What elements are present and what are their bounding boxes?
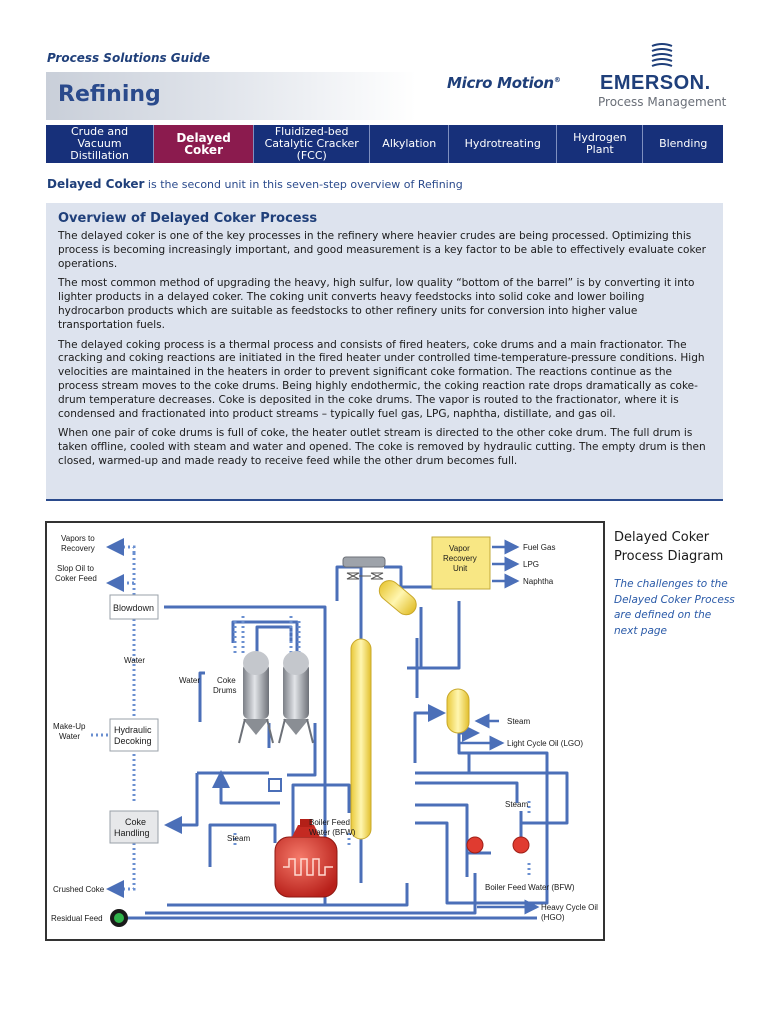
lbl-water-1: Water — [124, 656, 145, 665]
micro-motion-logo-text: Micro Motion — [447, 74, 554, 92]
lbl-naphtha: Naphtha — [523, 577, 554, 586]
fired-heater — [274, 819, 338, 898]
lbl-coke-drums-2: Drums — [213, 686, 237, 695]
lbl-steam-3: Steam — [505, 800, 528, 809]
tab-delayed-coker[interactable]: Delayed Coker — [154, 125, 255, 163]
process-diagram: Vapors to Recovery Slop Oil to Coker Fee… — [45, 521, 605, 941]
lbl-make-up-1: Make-Up — [53, 722, 86, 731]
intro-line: Delayed Coker is the second unit in this… — [47, 177, 463, 191]
guide-label: Process Solutions Guide — [47, 51, 211, 65]
overview-paragraph: The delayed coking process is a thermal … — [58, 338, 705, 420]
lbl-residual-feed: Residual Feed — [51, 914, 103, 923]
process-nav: Crude and Vacuum Distillation Delayed Co… — [46, 125, 723, 163]
intro-bold: Delayed Coker — [47, 177, 145, 191]
heat-exchanger-2 — [512, 836, 530, 854]
hydraulic-decoking-box — [109, 718, 159, 752]
pipe-blowdown-loop — [164, 605, 327, 907]
coke-drum-right — [278, 651, 314, 744]
overview-paragraph: The most common method of upgrading the … — [58, 277, 695, 331]
title-band: Refining — [46, 72, 416, 120]
lbl-vapor-recovery-2: Recovery — [443, 554, 477, 563]
emerson-logo: EMERSON. — [600, 72, 711, 94]
lbl-fuel-gas: Fuel Gas — [523, 543, 555, 552]
lbl-vapor-recovery-3: Unit — [453, 564, 468, 573]
side-stripper — [446, 688, 470, 734]
lbl-bfw: Boiler Feed Water (BFW) — [485, 883, 575, 892]
intro-text: is the second unit in this seven-step ov… — [144, 178, 463, 191]
overview-heading: Overview of Delayed Coker Process — [58, 211, 318, 226]
heat-exchanger-1 — [466, 836, 484, 854]
lbl-lpg: LPG — [523, 560, 539, 569]
lbl-blowdown: Blowdown — [113, 603, 154, 613]
tab-alkylation[interactable]: Alkylation — [370, 125, 450, 163]
vapor-recovery-box — [431, 536, 491, 590]
lbl-crushed-coke: Crushed Coke — [53, 885, 105, 894]
micro-motion-logo: Micro Motion® — [447, 74, 561, 92]
tab-hydrogen-plant[interactable]: Hydrogen Plant — [557, 125, 644, 163]
lbl-slop-oil-2: Coker Feed — [55, 574, 97, 583]
lbl-hco-2: (HGO) — [541, 913, 565, 922]
diagram-note: The challenges to the Delayed Coker Proc… — [614, 578, 735, 637]
lbl-slop-oil-1: Slop Oil to — [57, 564, 94, 573]
emerson-emblem-icon — [651, 43, 673, 67]
tab-fcc[interactable]: Fluidized-bed Catalytic Cracker (FCC) — [254, 125, 371, 163]
overview-paragraph: When one pair of coke drums is full of c… — [58, 427, 706, 467]
process-diagram-svg: Vapors to Recovery Slop Oil to Coker Fee… — [51, 534, 598, 927]
coke-handling-box — [109, 810, 159, 844]
coke-drum-left — [238, 651, 274, 744]
lbl-steam-1: Steam — [227, 834, 250, 843]
tab-blending[interactable]: Blending — [659, 137, 708, 150]
lbl-make-up-2: Water — [59, 732, 80, 741]
tab-crude-vacuum-distillation[interactable]: Crude and Vacuum Distillation — [46, 125, 155, 163]
main-fractionator — [350, 638, 372, 840]
tab-hydrotreating[interactable]: Hydrotreating — [449, 125, 558, 163]
page-title: Refining — [58, 82, 161, 107]
lbl-steam-2: Steam — [507, 717, 530, 726]
lbl-hydraulic-1: Hydraulic — [114, 725, 152, 735]
lbl-coke-handling-1: Coke — [125, 817, 146, 827]
lbl-hydraulic-2: Decoking — [114, 736, 152, 746]
lbl-lco: Light Cycle Oil (LGO) — [507, 739, 583, 748]
accumulator-drum — [378, 580, 417, 616]
lbl-vapors-to-recovery-2: Recovery — [61, 544, 95, 553]
lbl-vapors-to-recovery-1: Vapors to — [61, 534, 95, 543]
switch-valve — [268, 778, 282, 792]
lbl-vapor-recovery-1: Vapor — [449, 544, 470, 553]
overview-panel: Overview of Delayed Coker Process The de… — [46, 203, 723, 501]
emerson-subtitle: Process Management — [598, 95, 727, 109]
overhead-condenser — [342, 556, 386, 568]
blowdown-box — [109, 594, 159, 620]
lbl-water-2: Water — [179, 676, 200, 685]
overview-paragraph: The delayed coker is one of the key proc… — [58, 230, 706, 270]
lbl-boiler-feed-1: Boiler Feed — [309, 818, 350, 827]
lbl-coke-drums-1: Coke — [217, 676, 236, 685]
lbl-coke-handling-2: Handling — [114, 828, 150, 838]
lbl-boiler-feed-2: Water (BFW) — [309, 828, 356, 837]
diagram-title: Delayed Coker Process Diagram — [614, 530, 724, 564]
lbl-hco-1: Heavy Cycle Oil — [541, 903, 598, 912]
